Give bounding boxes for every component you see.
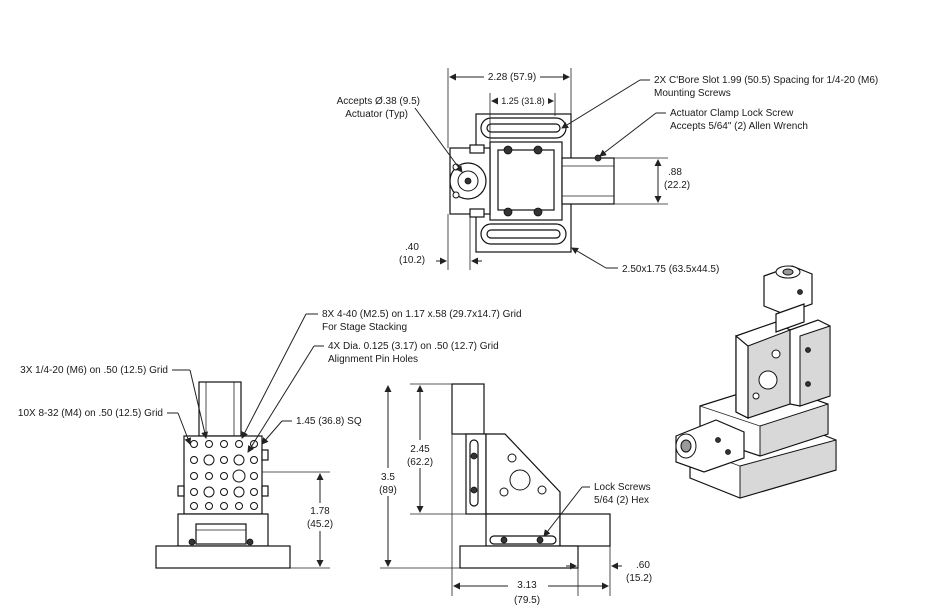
front-hole	[205, 440, 213, 448]
isometric-view	[675, 265, 837, 499]
lock-note-line2: 5/64 (2) Hex	[594, 495, 649, 506]
pin-note-line1: 4X Dia. 0.125 (3.17) on .50 (12.7) Grid	[328, 341, 499, 352]
dim-60-metric: (15.2)	[626, 573, 652, 584]
iso-front-actuator	[675, 419, 745, 473]
base-size-note: 2.50x1.75 (63.5x44.5)	[622, 264, 719, 275]
dim-40-metric: (10.2)	[399, 255, 425, 266]
front-hole	[250, 456, 258, 464]
dim-178-metric: (45.2)	[307, 519, 333, 530]
dim-1-25: 1.25 (31.8)	[501, 96, 545, 106]
front-hole	[250, 472, 258, 480]
front-hole	[220, 502, 228, 510]
side-view: 2.45 (62.2) 3.5 (89) Lock Screws 5/64 (2…	[372, 383, 652, 606]
top-slot-upper-inner	[486, 123, 561, 133]
cbore-note-line2: Mounting Screws	[654, 88, 731, 99]
front-hole	[235, 502, 243, 510]
front-alignment-pin-hole	[232, 469, 246, 483]
front-hole	[233, 454, 245, 466]
dim-60-value: .60	[636, 560, 650, 571]
front-hole	[190, 472, 198, 480]
front-hole	[190, 488, 198, 496]
front-hole-grid	[190, 440, 258, 510]
front-hole	[203, 454, 215, 466]
side-base	[459, 545, 579, 569]
top-actuator-center	[464, 177, 472, 185]
front-hole	[190, 456, 198, 464]
grid-m6-note: 3X 1/4-20 (M6) on .50 (12.5) Grid	[20, 365, 168, 376]
actuator-note-line2: Actuator (Typ)	[345, 109, 408, 120]
grid-m4-note: 10X 8-32 (M4) on .50 (12.5) Grid	[18, 408, 163, 419]
stack-note-line1: 8X 4-40 (M2.5) on 1.17 x.58 (29.7x14.7) …	[322, 309, 522, 320]
top-view: 2.28 (57.9) 1.25 (31.8) 2X C'Bore Slot 1…	[337, 68, 878, 275]
dim-245-metric: (62.2)	[407, 457, 433, 468]
dim-245-value: 2.45	[410, 444, 430, 455]
front-hole	[220, 440, 228, 448]
dim-88-metric: (22.2)	[664, 180, 690, 191]
front-hole	[203, 486, 215, 498]
front-hole	[220, 472, 228, 480]
front-hole	[233, 486, 245, 498]
stack-note-line2: For Stage Stacking	[322, 322, 407, 333]
dim-88-value: .88	[668, 167, 682, 178]
clamp-note-line2: Accepts 5/64" (2) Allen Wrench	[670, 121, 808, 132]
dim-40-value: .40	[405, 242, 419, 253]
front-carriage-slot	[195, 523, 247, 545]
pin-note-line2: Alignment Pin Holes	[328, 354, 418, 365]
top-carriage-inner	[497, 149, 555, 211]
dim-313-value: 3.13	[517, 580, 537, 591]
side-actuator-body	[559, 513, 611, 547]
cbore-note-line1: 2X C'Bore Slot 1.99 (50.5) Spacing for 1…	[654, 75, 878, 86]
top-screw-3	[503, 207, 513, 217]
dim-178-value: 1.78	[310, 506, 330, 517]
dim-2-28: 2.28 (57.9)	[488, 72, 536, 83]
iso-bracket-hole	[758, 370, 778, 390]
front-upright	[198, 381, 242, 437]
front-hole	[205, 472, 213, 480]
actuator-note-line1: Accepts Ø.38 (9.5)	[337, 96, 420, 107]
front-hole	[250, 488, 258, 496]
top-slot-lower-inner	[486, 229, 561, 239]
top-screw-4	[533, 207, 543, 217]
top-screw-2	[533, 145, 543, 155]
side-gusset-hole-large	[509, 469, 531, 491]
front-hole	[250, 502, 258, 510]
front-base	[155, 545, 291, 569]
dim-35-value: 3.5	[381, 472, 395, 483]
side-upright	[451, 383, 485, 435]
front-hole	[205, 502, 213, 510]
front-hole	[235, 440, 243, 448]
clamp-note-line1: Actuator Clamp Lock Screw	[670, 108, 794, 119]
front-hole	[190, 440, 198, 448]
front-hole	[220, 488, 228, 496]
dim-313-metric: (79.5)	[514, 595, 540, 606]
front-view: 8X 4-40 (M2.5) on 1.17 x.58 (29.7x14.7) …	[18, 309, 522, 569]
top-rail	[561, 157, 615, 205]
dim-35-metric: (89)	[379, 485, 397, 496]
front-hole	[190, 502, 198, 510]
square-size-note: 1.45 (36.8) SQ	[296, 416, 362, 427]
lock-note-line1: Lock Screws	[594, 482, 651, 493]
front-hole	[220, 456, 228, 464]
top-screw-1	[503, 145, 513, 155]
